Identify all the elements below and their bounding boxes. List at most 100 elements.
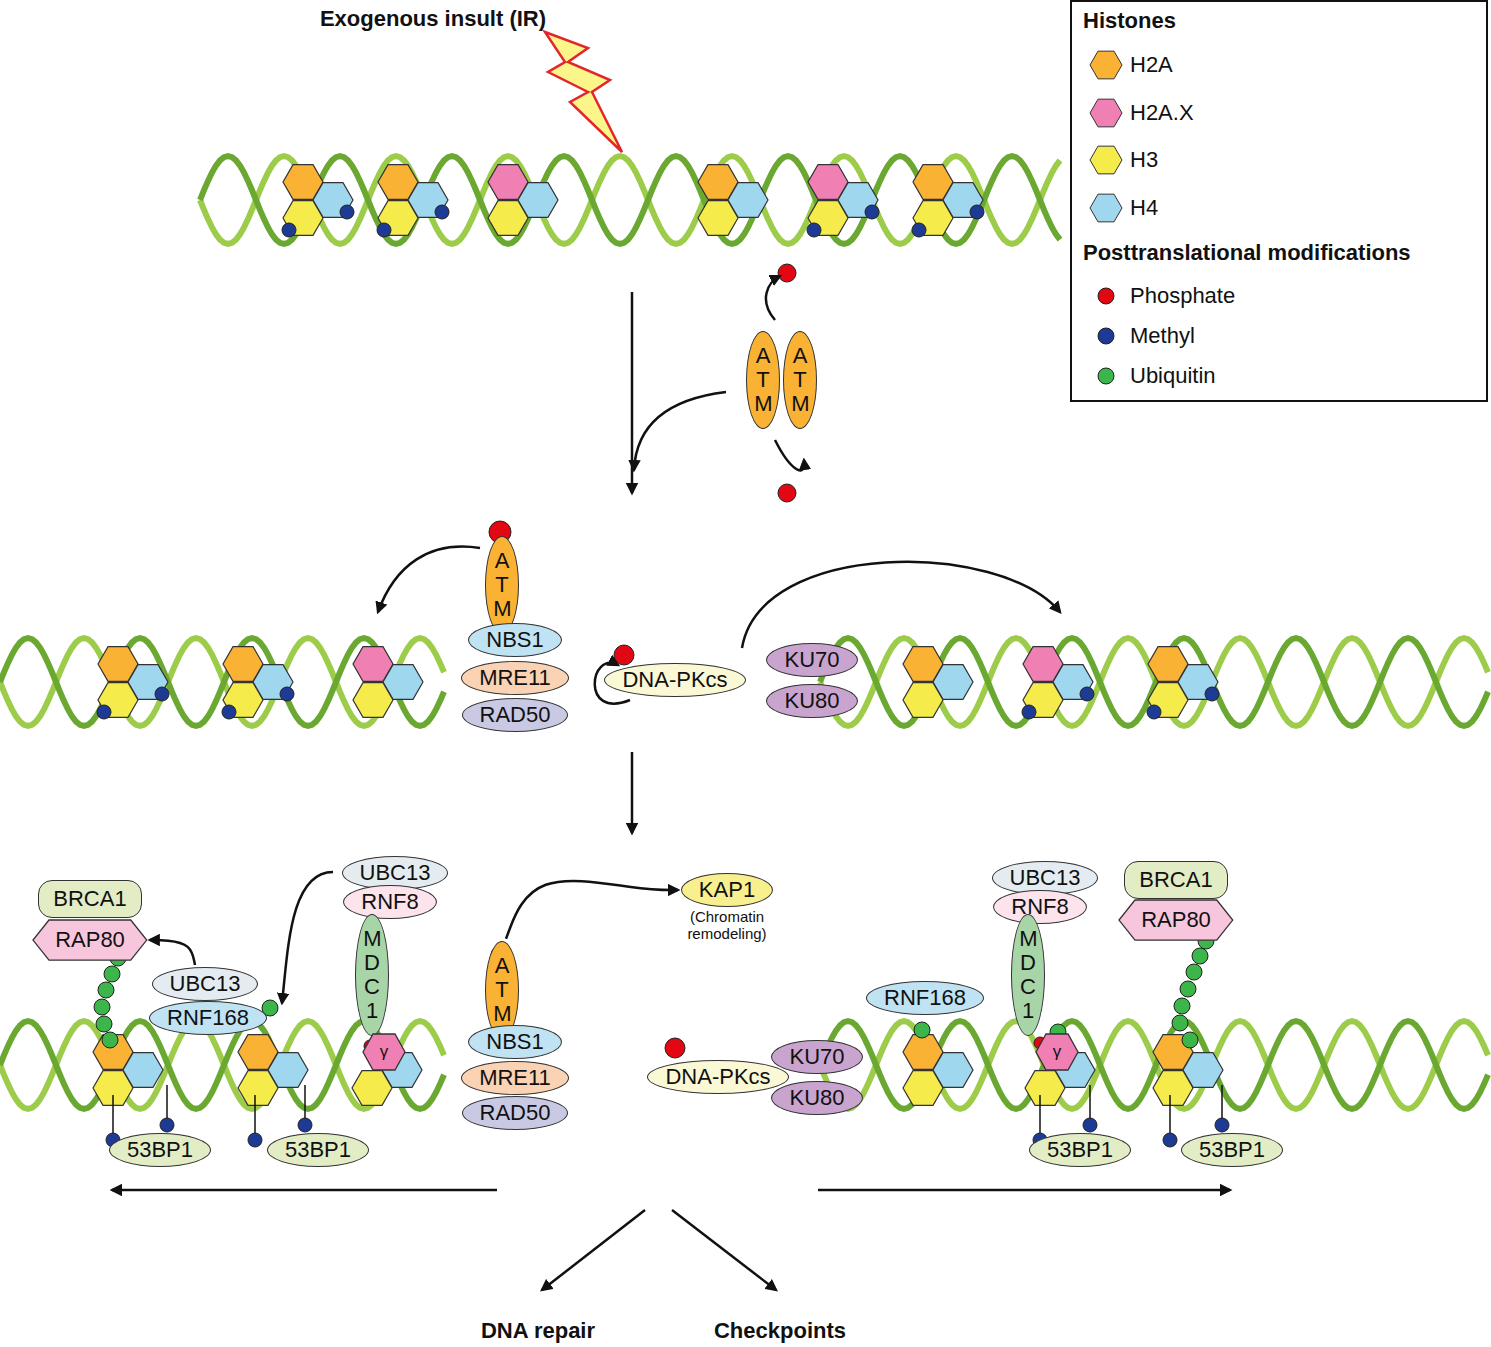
- protein-box: BRCA1: [38, 880, 141, 918]
- protein-oval: 53BP1: [1029, 1133, 1131, 1167]
- ubiquitin: [102, 1032, 118, 1048]
- methyl-mark: [155, 687, 169, 701]
- node-label: NBS1: [486, 1030, 543, 1054]
- flow-arrow: [112, 1189, 497, 1192]
- methyl-mark: [435, 205, 449, 219]
- node-label: RNF168: [884, 986, 966, 1010]
- node-label: MRE11: [479, 1066, 551, 1090]
- node-label: RAD50: [480, 703, 551, 727]
- node-label: UBC13: [1010, 866, 1081, 890]
- dna-strand: [820, 1021, 1488, 1109]
- protein-oval: RAD50: [462, 1096, 569, 1130]
- node-label: MDC1: [1019, 927, 1037, 1024]
- methyl-mark: [377, 223, 391, 237]
- methyl-mark: [280, 687, 294, 701]
- methyl-mark: [1215, 1118, 1229, 1132]
- node-label: KU80: [784, 689, 839, 713]
- protein-oval: RNF8: [993, 890, 1086, 924]
- histone-h3: [903, 1071, 943, 1106]
- methyl-mark: [282, 223, 296, 237]
- flow-arrow: [742, 562, 1060, 648]
- protein-oval: 53BP1: [1181, 1133, 1283, 1167]
- protein-oval: ATM: [485, 536, 519, 635]
- ubiquitin: [104, 966, 120, 982]
- protein-oval: MDC1: [1011, 914, 1045, 1037]
- node-label: UBC13: [170, 972, 241, 996]
- flow-arrow: [631, 292, 634, 493]
- protein-oval: 53BP1: [267, 1133, 369, 1167]
- legend-heading: Histones: [1083, 8, 1176, 33]
- dna-strand: [820, 638, 1488, 726]
- protein-box: BRCA1: [1124, 861, 1227, 899]
- histone-h2ax-gamma: γ: [363, 1034, 405, 1070]
- node-label: DNA-PKcs: [665, 1065, 770, 1089]
- histone-h3: [698, 201, 738, 236]
- node-label: MRE11: [479, 666, 551, 690]
- ubiquitin: [96, 1016, 112, 1032]
- histone-h3: [1025, 1071, 1065, 1106]
- legend-swatch: [1088, 143, 1124, 177]
- protein-oval: ATM: [783, 331, 817, 430]
- methyl-mark: [1163, 1133, 1177, 1147]
- protein-oval: DNA-PKcs: [647, 1060, 788, 1094]
- signal-arrow: [506, 881, 678, 939]
- legend-swatch: [1088, 279, 1124, 313]
- node-label: ATM: [754, 344, 772, 417]
- node-label: 53BP1: [1047, 1138, 1113, 1162]
- node-label: ATM: [493, 549, 511, 622]
- flow-arrow: [282, 872, 333, 1003]
- ubiquitin: [914, 1022, 930, 1038]
- legend-label: Phosphate: [1130, 283, 1235, 309]
- legend-swatch: [1088, 48, 1124, 82]
- legend-swatch: [1088, 319, 1124, 353]
- node-label: KAP1: [699, 878, 755, 902]
- node-label: BRCA1: [53, 887, 126, 911]
- legend-label: H3: [1130, 147, 1158, 173]
- histone-h2ax-gamma: γ: [1036, 1034, 1078, 1070]
- protein-oval: MRE11: [461, 661, 569, 695]
- legend-label: Methyl: [1130, 323, 1195, 349]
- legend-label: H4: [1130, 195, 1158, 221]
- ubiquitin: [1186, 964, 1202, 980]
- dna-strand: [200, 156, 1060, 244]
- protein-oval: MRE11: [461, 1061, 569, 1095]
- protein-oval: RNF8: [343, 885, 436, 919]
- node-label: ATM: [791, 344, 809, 417]
- histone-h3: [488, 201, 528, 236]
- ubiquitin: [94, 999, 110, 1015]
- methyl-mark: [807, 223, 821, 237]
- methyl-mark: [340, 205, 354, 219]
- legend-swatch: [1088, 96, 1124, 130]
- flow-arrow: [542, 1210, 645, 1290]
- node-label: KU70: [784, 648, 839, 672]
- legend-swatch: [1088, 359, 1124, 393]
- node-label: DNA-PKcs: [622, 668, 727, 692]
- protein-oval: MDC1: [355, 914, 389, 1037]
- ubiquitin: [1180, 981, 1196, 997]
- protein-oval: KU70: [766, 643, 857, 677]
- outcome-label: Checkpoints: [714, 1318, 846, 1343]
- protein-oval: 53BP1: [109, 1133, 211, 1167]
- node-label: RNF8: [361, 890, 418, 914]
- methyl-mark: [222, 705, 236, 719]
- node-label: RNF8: [1011, 895, 1068, 919]
- flow-arrow: [634, 392, 726, 470]
- protein-oval: KU80: [771, 1081, 862, 1115]
- protein-oval: ATM: [746, 331, 780, 430]
- methyl-mark: [1205, 687, 1219, 701]
- node-label: MDC1: [363, 927, 381, 1024]
- histone-h3: [903, 683, 943, 718]
- node-label: UBC13: [360, 861, 431, 885]
- signal-arrow: [150, 940, 195, 965]
- node-label: RNF168: [167, 1006, 249, 1030]
- phosphate: [665, 1038, 685, 1058]
- outcome-label: DNA repair: [481, 1318, 595, 1343]
- node-label: RAD50: [480, 1101, 551, 1125]
- protein-oval: KAP1(Chromatin remodeling): [681, 873, 773, 907]
- node-label: KU70: [789, 1045, 844, 1069]
- methyl-mark: [248, 1133, 262, 1147]
- node-label: ATM: [493, 954, 511, 1027]
- legend-label: H2A: [1130, 52, 1173, 78]
- protein-oval: NBS1: [468, 1025, 561, 1059]
